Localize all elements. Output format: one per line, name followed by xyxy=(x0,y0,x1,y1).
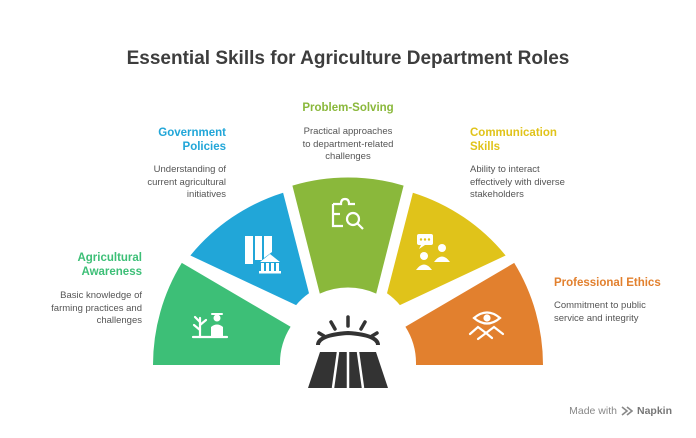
farmer-plant-icon xyxy=(191,313,229,339)
desc-communication-skills: Ability to interact effectively with div… xyxy=(470,164,565,200)
label-agricultural-awareness: Agricultural Awareness xyxy=(77,252,142,278)
sunrise-field-icon xyxy=(308,315,388,389)
people-chat-icon xyxy=(416,234,450,270)
napkin-logo-icon xyxy=(621,406,633,416)
label-professional-ethics: Professional Ethics xyxy=(554,277,661,289)
puzzle-search-icon xyxy=(331,197,364,230)
desc-professional-ethics: Commitment to public service and integri… xyxy=(554,300,646,324)
made-with-napkin-footer: Made with Napkin xyxy=(569,405,672,417)
segment-communication-skills xyxy=(387,192,506,306)
diagram-title: Essential Skills for Agriculture Departm… xyxy=(126,48,570,69)
handshake-eye-icon xyxy=(468,311,505,341)
desc-government-policies: Understanding of current agricultural in… xyxy=(147,164,226,200)
segment-professional-ethics xyxy=(405,262,544,365)
policy-building-icon xyxy=(245,236,281,274)
label-problem-solving: Problem-Solving xyxy=(302,102,394,114)
label-government-policies: Government Policies xyxy=(158,127,226,153)
desc-problem-solving: Practical approaches to department-relat… xyxy=(302,126,394,162)
made-with-text: Made with xyxy=(569,405,617,417)
segment-problem-solving xyxy=(292,177,404,294)
desc-agricultural-awareness: Basic knowledge of farming practices and… xyxy=(51,290,142,326)
label-communication-skills: Communication Skills xyxy=(470,127,557,153)
napkin-brand: Napkin xyxy=(636,405,672,417)
